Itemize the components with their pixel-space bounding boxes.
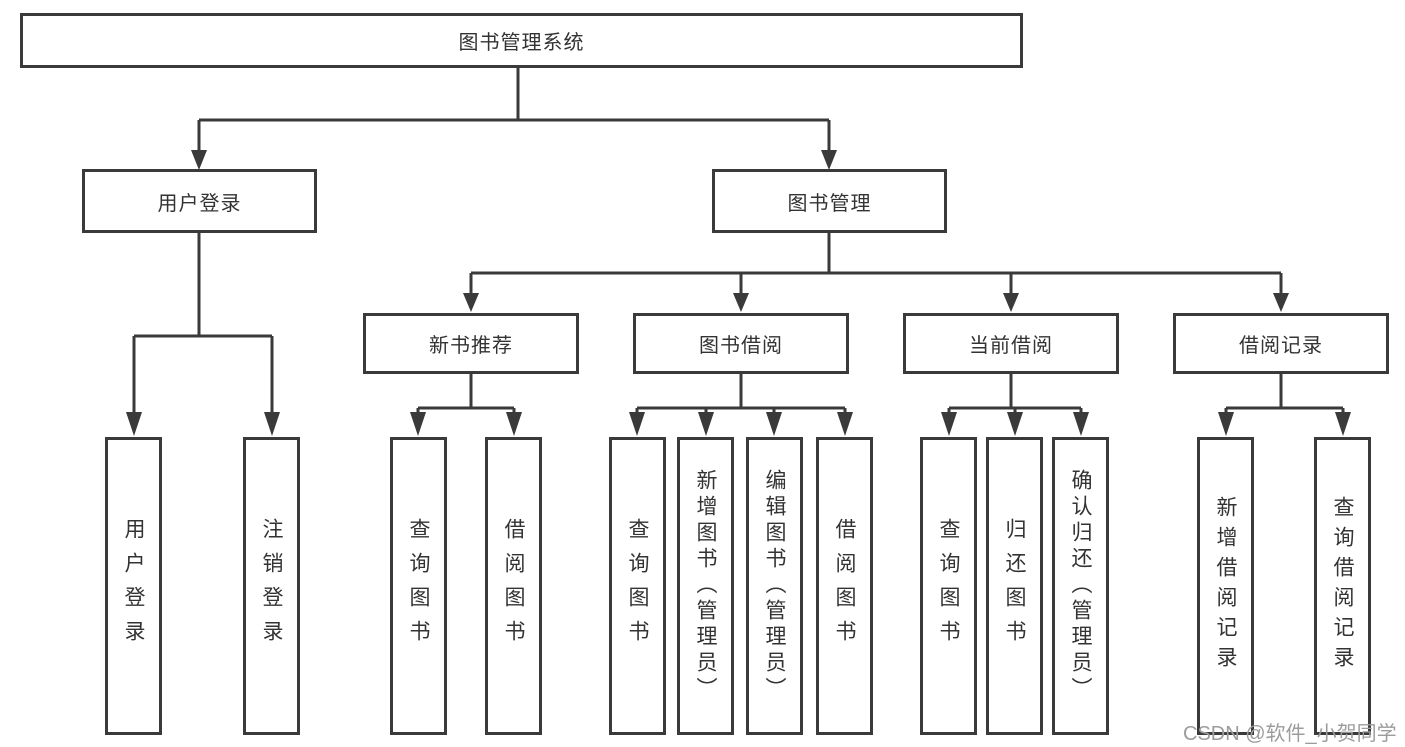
node-label: 当前借阅 [969,335,1053,357]
arrowhead [264,412,280,436]
node-label: 查询图书 [626,518,649,654]
connector-book-borrow [635,374,847,414]
arrowhead [1335,412,1351,436]
node-label: 借阅记录 [1239,335,1323,357]
node-label: 确认归还（管理员） [1069,469,1092,703]
node-book-borrow: 图书借阅 [633,313,849,374]
leaf-query-books-borrow: 查询图书 [609,437,666,735]
node-label: 新增图书（管理员） [694,469,717,703]
node-label: 用户登录 [122,518,145,654]
node-label: 图书借阅 [699,335,783,357]
node-label: 注销登录 [260,518,283,654]
node-label: 新书推荐 [429,335,513,357]
arrowhead [698,412,714,436]
connector-borrow-records [1224,374,1345,414]
node-current-borrow: 当前借阅 [903,313,1119,374]
connector-book-management [469,233,1283,294]
leaf-user-login: 用户登录 [105,437,162,735]
node-book-management: 图书管理 [712,169,947,233]
arrowhead [821,150,837,170]
node-label: 借阅图书 [833,518,856,654]
arrowhead [1007,412,1023,436]
node-label: 新增借阅记录 [1214,496,1237,676]
arrowhead [941,412,957,436]
arrowhead [766,412,782,436]
node-new-book-recommend: 新书推荐 [363,313,579,374]
leaf-query-books-recommend: 查询图书 [390,437,447,735]
leaf-borrow-books: 借阅图书 [816,437,873,735]
leaf-borrow-books-recommend: 借阅图书 [485,437,542,735]
node-label: 查询图书 [937,518,960,654]
node-label: 图书管理系统 [458,32,585,54]
node-label: 查询借阅记录 [1331,496,1354,676]
node-label: 图书管理 [787,192,872,215]
node-label: 编辑图书（管理员） [763,469,786,703]
arrowhead [1273,293,1289,312]
leaf-query-borrow-record: 查询借阅记录 [1314,437,1371,735]
leaf-logout: 注销登录 [243,437,300,735]
arrowhead [629,412,645,436]
arrowhead [1073,412,1089,436]
node-label: 用户登录 [157,192,242,215]
leaf-confirm-return-admin: 确认归还（管理员） [1052,437,1109,735]
csdn-watermark: CSDN @软件_小贺同学 [1183,723,1397,745]
arrowhead [733,293,749,312]
arrowhead [506,412,522,436]
connector-root [197,68,831,151]
leaf-query-books-current: 查询图书 [920,437,977,735]
arrowhead [191,150,207,170]
node-label: 借阅图书 [502,518,525,654]
arrowhead [126,412,142,436]
connector-user-login [132,233,274,414]
node-borrow-records: 借阅记录 [1173,313,1389,374]
arrowhead [1003,293,1019,312]
connector-new-book [416,374,516,414]
arrowhead [463,293,479,312]
arrowhead [837,412,853,436]
leaf-edit-book-admin: 编辑图书（管理员） [746,437,803,735]
arrowhead [410,412,426,436]
node-root: 图书管理系统 [20,13,1023,68]
connector-current-borrow [947,374,1083,414]
leaf-return-book: 归还图书 [986,437,1043,735]
node-label: 查询图书 [407,518,430,654]
node-label: 归还图书 [1003,518,1026,654]
leaf-add-borrow-record: 新增借阅记录 [1197,437,1254,735]
arrowhead [1218,412,1234,436]
node-user-login: 用户登录 [82,169,317,233]
leaf-add-book-admin: 新增图书（管理员） [677,437,734,735]
